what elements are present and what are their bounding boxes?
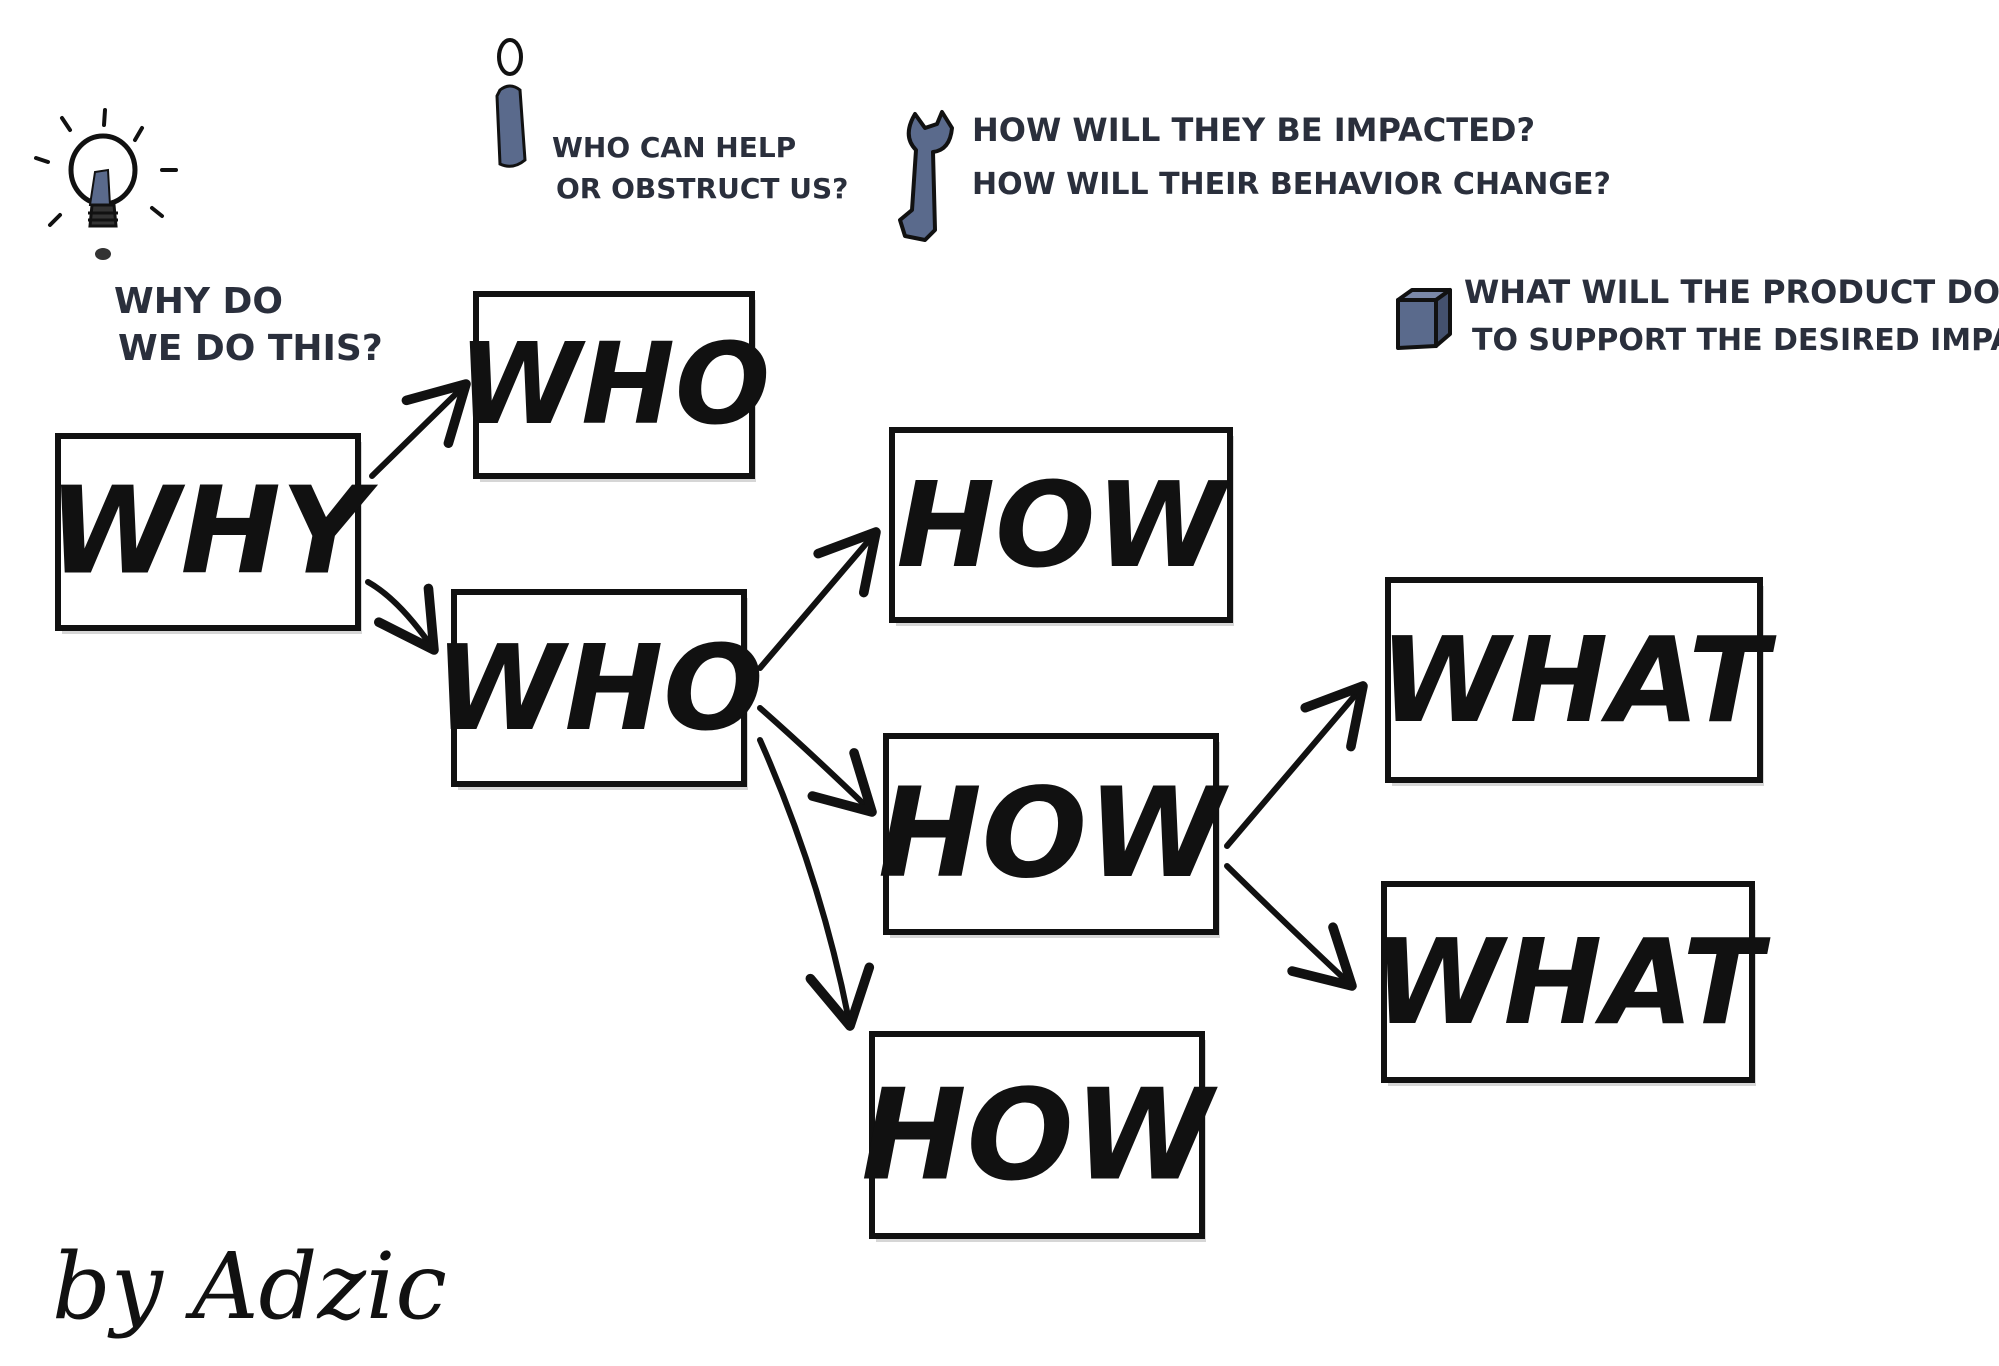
arrow-why-to-who-middle <box>365 579 439 655</box>
box-who-top: WHO <box>458 291 770 482</box>
lightbulb-icon <box>34 108 178 260</box>
box-what-top: WHAT <box>1379 577 1777 786</box>
box-how-top: HOW <box>889 427 1234 626</box>
box-label-what-top: WHAT <box>1379 611 1777 749</box>
note-how: HOW WILL THEY BE IMPACTED? HOW WILL THEI… <box>972 111 1611 202</box>
cube-icon <box>1396 288 1452 350</box>
arrow-how-to-what-top <box>1224 681 1368 849</box>
person-icon <box>495 38 527 168</box>
box-what-bottom: WHAT <box>1373 881 1771 1086</box>
arrow-who-to-how-middle <box>757 705 877 817</box>
box-label-what-bottom: WHAT <box>1373 913 1771 1051</box>
connector-layer <box>365 379 1368 1031</box>
box-label-who-top: WHO <box>458 320 770 450</box>
note-who-line2: OR OBSTRUCT US? <box>556 172 848 205</box>
box-label-why: WHY <box>48 463 379 602</box>
note-who: WHO CAN HELP OR OBSTRUCT US? <box>552 131 848 205</box>
signature: by Adzic <box>52 1233 447 1340</box>
note-why-line1: WHY DO <box>114 281 283 322</box>
note-why-line2: WE DO THIS? <box>118 328 383 369</box>
box-why: WHY <box>48 433 379 634</box>
note-what-line2: TO SUPPORT THE DESIRED IMPACT? <box>1472 323 1999 358</box>
wrench-icon <box>898 110 954 242</box>
box-how-middle: HOW <box>878 733 1229 938</box>
arrow-who-to-how-top <box>757 527 881 671</box>
box-label-how-bottom: HOW <box>861 1062 1219 1209</box>
box-who-middle: WHO <box>434 589 764 790</box>
arrow-why-to-who-top <box>369 379 471 479</box>
arrow-how-to-what-bottom <box>1224 863 1357 991</box>
box-label-how-top: HOW <box>896 456 1230 594</box>
box-how-bottom: HOW <box>861 1031 1219 1242</box>
arrow-who-to-how-bottom <box>757 737 875 1031</box>
note-what-line1: WHAT WILL THE PRODUCT DO <box>1464 273 1999 311</box>
note-how-line2: HOW WILL THEIR BEHAVIOR CHANGE? <box>972 167 1611 202</box>
note-why: WHY DO WE DO THIS? <box>114 281 383 369</box>
box-label-how-middle: HOW <box>878 762 1229 906</box>
note-who-line1: WHO CAN HELP <box>552 131 796 164</box>
note-what: WHAT WILL THE PRODUCT DO TO SUPPORT THE … <box>1464 273 1999 358</box>
note-how-line1: HOW WILL THEY BE IMPACTED? <box>972 111 1535 149</box>
box-label-who-middle: WHO <box>434 619 763 757</box>
